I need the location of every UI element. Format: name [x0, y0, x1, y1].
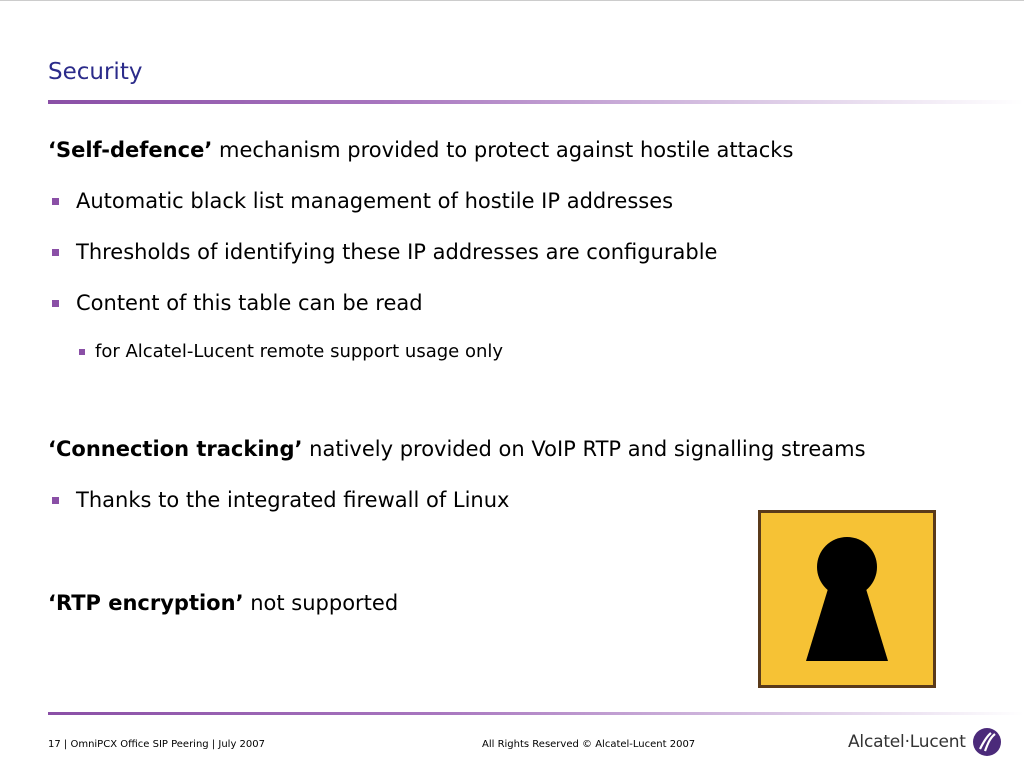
slide-title: Security	[48, 59, 143, 85]
self-defence-emphasis: ‘Self-defence’	[48, 138, 213, 162]
bullet-black-list: Automatic black list management of hosti…	[48, 186, 948, 216]
footer-copyright: All Rights Reserved © Alcatel-Lucent 200…	[482, 739, 696, 750]
sub-bullet-text: for Alcatel-Lucent remote support usage …	[95, 341, 504, 362]
title-divider	[48, 100, 1024, 104]
bullet-table-read: Content of this table can be read	[48, 288, 948, 318]
keyhole-icon	[806, 537, 888, 661]
sub-bullet-square-icon	[79, 349, 85, 355]
bullet-text: Thanks to the integrated firewall of Lin…	[76, 488, 510, 512]
bullet-square-icon	[52, 198, 59, 205]
connection-tracking-text: natively provided on VoIP RTP and signal…	[302, 437, 866, 461]
rtp-encryption-text: not supported	[243, 591, 399, 615]
bullet-linux-firewall: Thanks to the integrated firewall of Lin…	[48, 485, 948, 515]
slide-content: ‘Self-defence’ mechanism provided to pro…	[48, 135, 948, 618]
bullet-text: Thresholds of identifying these IP addre…	[76, 240, 718, 264]
company-logo: Alcatel·Lucent	[848, 727, 1002, 757]
bullet-square-icon	[52, 249, 59, 256]
self-defence-text: mechanism provided to protect against ho…	[212, 138, 794, 162]
sub-bullet-remote-support: for Alcatel-Lucent remote support usage …	[48, 339, 948, 365]
rtp-encryption-emphasis: ‘RTP encryption’	[48, 591, 244, 615]
connection-tracking-emphasis: ‘Connection tracking’	[48, 437, 303, 461]
alcatel-lucent-logo-icon	[972, 728, 1001, 756]
footer-slide-info: 17 | OmniPCX Office SIP Peering | July 2…	[48, 739, 265, 750]
keyhole-image	[758, 510, 936, 688]
footer-divider	[48, 712, 1024, 715]
bullet-text: Content of this table can be read	[76, 291, 423, 315]
bullet-square-icon	[52, 497, 59, 504]
connection-tracking-heading: ‘Connection tracking’ natively provided …	[48, 434, 948, 464]
bullet-text: Automatic black list management of hosti…	[76, 189, 674, 213]
rtp-encryption-heading: ‘RTP encryption’ not supported	[48, 588, 948, 618]
self-defence-heading: ‘Self-defence’ mechanism provided to pro…	[48, 135, 948, 165]
bullet-square-icon	[52, 300, 59, 307]
bullet-thresholds: Thresholds of identifying these IP addre…	[48, 237, 948, 267]
logo-text: Alcatel·Lucent	[848, 732, 966, 752]
